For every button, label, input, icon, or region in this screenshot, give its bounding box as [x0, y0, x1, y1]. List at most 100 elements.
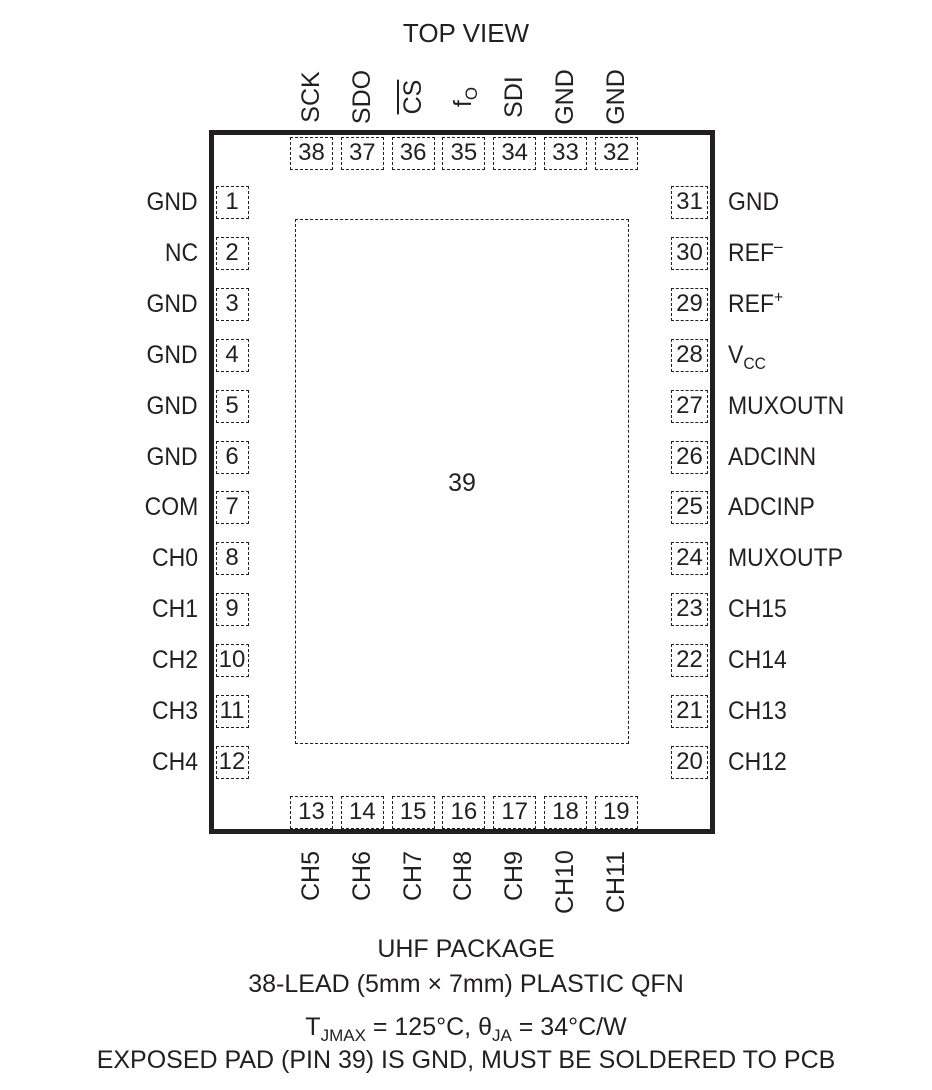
- pin-4-label: GND: [147, 341, 198, 369]
- package-description: 38-LEAD (5mm × 7mm) PLASTIC QFN: [248, 970, 684, 998]
- pin-label-text: GND: [146, 442, 198, 471]
- pin-label-text: CH5: [297, 850, 325, 902]
- pin-24-label: MUXOUTP: [728, 544, 843, 572]
- pin-3-number: 3: [225, 289, 239, 317]
- pin-13-pad: [290, 796, 333, 829]
- pin-17-pad: [493, 796, 537, 829]
- pin-14-label: CH6: [348, 851, 376, 901]
- pin-21-pad: [671, 695, 708, 728]
- pin-6-label: GND: [147, 443, 198, 471]
- pin-label-text: CH10: [551, 850, 579, 914]
- pin-16-label: CH8: [449, 851, 477, 901]
- pin-label-text: CH6: [347, 850, 376, 902]
- pin-37-pad: [340, 137, 384, 170]
- pin-38-label: SCK: [297, 71, 325, 122]
- pin-label-subscript: O: [462, 86, 482, 101]
- pin-14-pad: [340, 796, 384, 829]
- pin-label-text: V: [728, 340, 744, 369]
- pin-label-text: CH3: [151, 697, 198, 725]
- pin-18-pad: [544, 796, 587, 829]
- pin-12-number: 12: [218, 747, 246, 775]
- pin-29-pad: [671, 287, 708, 321]
- pin-15-number: 15: [399, 798, 427, 825]
- pin-6-pad: [216, 440, 249, 474]
- package-outline: [209, 130, 715, 834]
- pin-35-label: fO: [449, 87, 481, 108]
- pin-label-text: CH11: [601, 850, 630, 914]
- pin-5-number: 5: [225, 391, 239, 419]
- pin-8-label: CH0: [152, 544, 198, 572]
- pin-label-text: CH7: [398, 850, 427, 902]
- pin-22-number: 22: [676, 646, 703, 674]
- pin-34-number: 34: [501, 139, 529, 166]
- pin-label-text: CH14: [728, 646, 787, 675]
- pin-36-pad: [391, 137, 435, 170]
- pin-8-pad: [216, 542, 249, 576]
- pin-33-number: 33: [552, 139, 579, 166]
- pin-30-label: REF–: [728, 236, 783, 267]
- pin-label-subscript: CC: [743, 353, 766, 373]
- package-name: UHF PACKAGE: [377, 935, 555, 963]
- pin-27-number: 27: [676, 391, 703, 419]
- exposed-pad-note: EXPOSED PAD (PIN 39) IS GND, MUST BE SOL…: [96, 1046, 836, 1074]
- pin-label-text: NC: [164, 238, 198, 267]
- pin-12-pad: [216, 745, 249, 779]
- pin-32-label: GND: [602, 69, 630, 125]
- pin-2-number: 2: [225, 238, 239, 266]
- pin-25-number: 25: [676, 493, 703, 521]
- tj-symbol: T: [305, 1013, 321, 1041]
- pin-38-pad: [290, 137, 333, 170]
- pin-label-text: GND: [146, 289, 198, 318]
- pin-28-pad: [671, 338, 708, 372]
- pin-15-pad: [391, 796, 435, 829]
- pin-10-pad: [216, 644, 249, 678]
- pin-2-pad: [216, 236, 249, 270]
- pin-26-number: 26: [676, 442, 703, 470]
- pin-label-text: GND: [146, 340, 198, 369]
- pin-19-label: CH11: [602, 851, 630, 913]
- pin-14-number: 14: [348, 798, 376, 825]
- exposed-pad-number: 39: [448, 469, 476, 497]
- pin-33-pad: [544, 137, 587, 170]
- pin-label-text: REF: [728, 238, 774, 267]
- pin-label-text: CH0: [151, 544, 198, 573]
- thermal-spec: TJMAX = 125°C, θJA = 34°C/W: [0, 1013, 932, 1044]
- pin-label-text: CH9: [500, 850, 529, 902]
- pin-31-number: 31: [676, 188, 703, 215]
- pin-30-pad: [671, 236, 708, 270]
- pin-35-number: 35: [450, 139, 478, 166]
- pin-24-number: 24: [676, 544, 703, 572]
- pin-20-pad: [671, 745, 708, 779]
- pin-32-pad: [594, 137, 638, 170]
- pin-36-label: CS: [399, 80, 427, 115]
- pin-33-label: GND: [551, 69, 579, 125]
- pin-34-label: SDI: [500, 76, 528, 118]
- theta-value: = 34°C/W: [511, 1013, 627, 1041]
- pin-label-superscript: –: [774, 236, 783, 256]
- pin-9-number: 9: [225, 595, 239, 623]
- tj-subscript: JMAX: [320, 1026, 366, 1045]
- view-title: TOP VIEW: [402, 18, 530, 48]
- pin-21-label: CH13: [728, 697, 787, 725]
- pin-38-number: 38: [298, 139, 325, 166]
- pin-label-text: SDO: [347, 69, 376, 125]
- pin-23-label: CH15: [728, 595, 787, 623]
- pin-6-number: 6: [225, 442, 239, 470]
- pin-label-text: ADCINN: [728, 442, 817, 471]
- pin-11-label: CH3: [152, 697, 198, 725]
- pin-4-number: 4: [225, 340, 239, 368]
- pin-7-label: COM: [144, 493, 198, 521]
- pin-36-number: 36: [399, 139, 427, 166]
- pin-30-number: 30: [676, 238, 703, 266]
- pin-21-number: 21: [676, 697, 703, 724]
- pin-7-pad: [216, 491, 249, 525]
- pin-10-number: 10: [218, 646, 246, 674]
- pin-20-number: 20: [676, 747, 703, 775]
- pin-17-label: CH9: [500, 851, 528, 901]
- pin-11-pad: [216, 695, 249, 728]
- pin-22-label: CH14: [728, 646, 787, 674]
- pin-label-text: f: [449, 100, 478, 108]
- pin-19-pad: [594, 796, 638, 829]
- pin-28-number: 28: [676, 340, 703, 368]
- pin-18-label: CH10: [551, 850, 579, 914]
